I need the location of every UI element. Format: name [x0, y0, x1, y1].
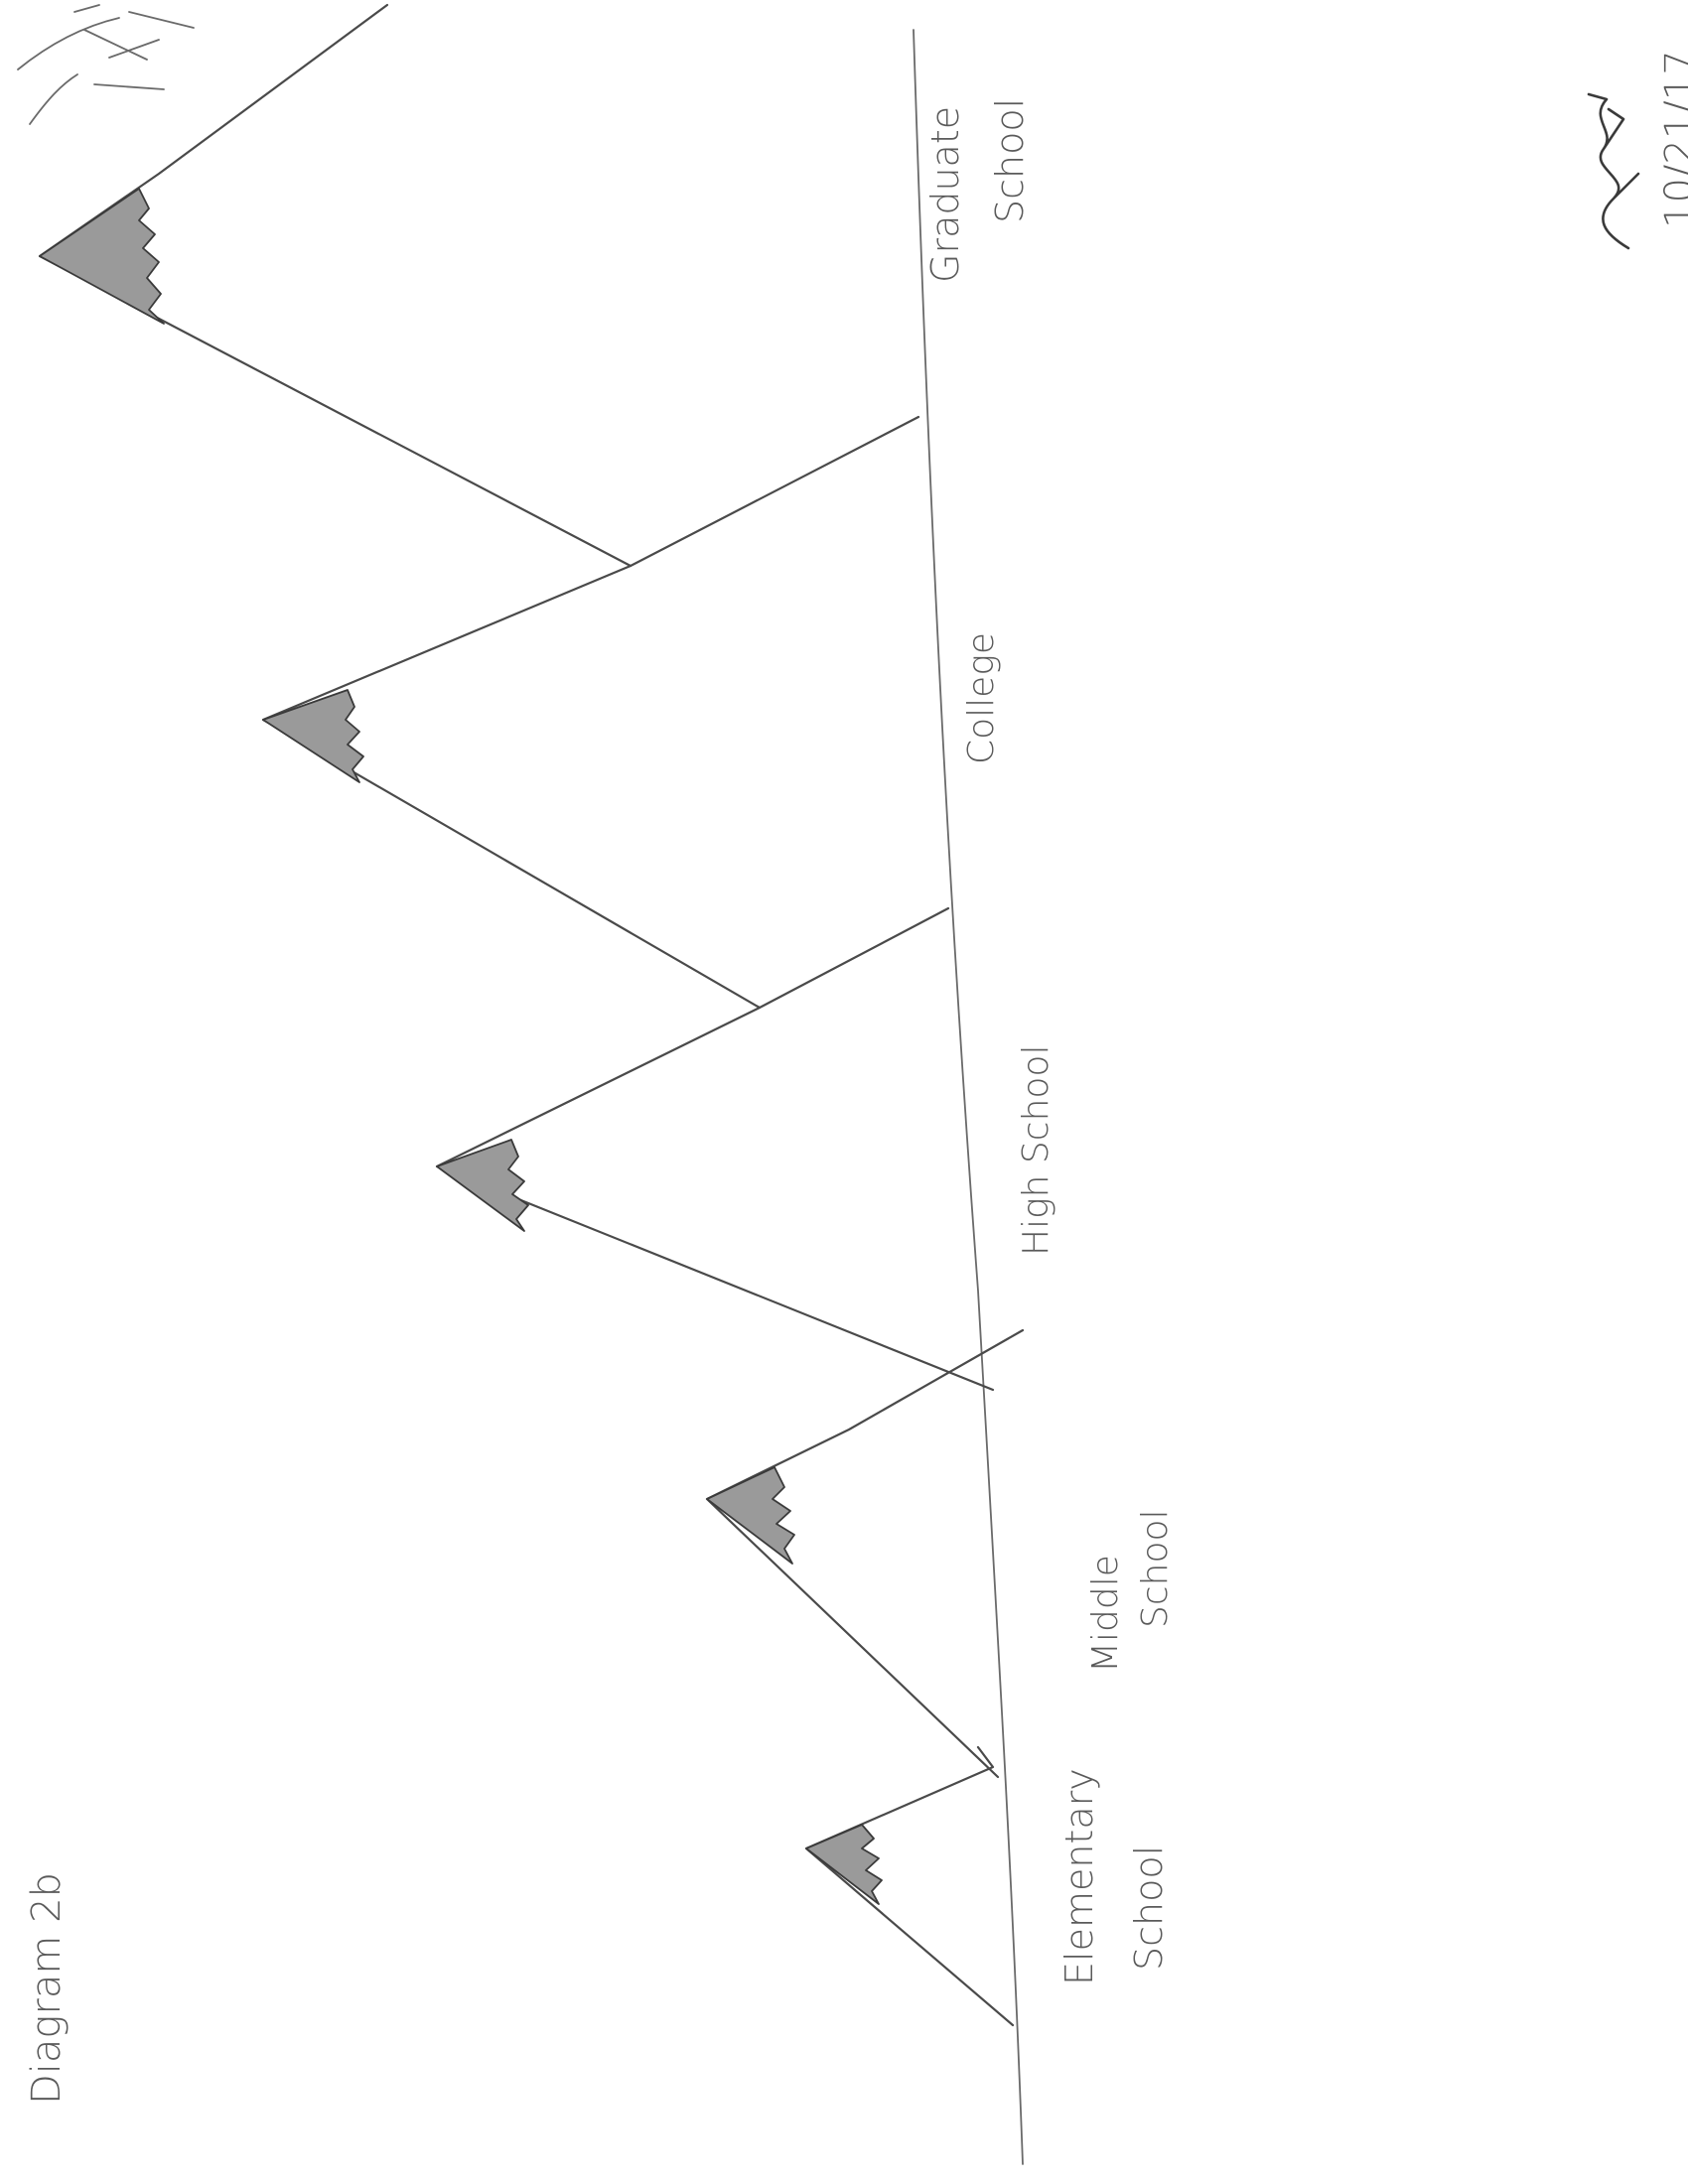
mountain-high [435, 906, 995, 1392]
mountain-elementary [804, 1745, 1015, 2027]
stage-label-elementary: Elementary School [1057, 1768, 1171, 1985]
stage-label-line2: School [988, 98, 1032, 223]
mountain-middle [705, 1328, 1025, 1779]
stage-label-line1: Middle [1085, 1555, 1126, 1673]
mountain-college [261, 415, 920, 1010]
sun [17, 4, 195, 125]
stage-label-line1: College [961, 632, 1002, 764]
baseline [913, 29, 1024, 2165]
signature [1587, 92, 1640, 250]
stage-label-line2: School [1127, 1845, 1171, 1971]
diagram-title: Diagram 2b [24, 1872, 70, 2105]
stage-label-line1: Graduate [923, 106, 967, 283]
signature-date: 10/21/17 [1657, 50, 1688, 228]
stage-label-middle: Middle School [1085, 1509, 1176, 1673]
stage-label-line1: Elementary [1057, 1768, 1101, 1985]
stage-label-line1: High School [1016, 1045, 1056, 1256]
stage-label-line2: School [1135, 1509, 1176, 1628]
stage-label-college: College [961, 632, 1002, 764]
stage-label-high: High School [1016, 1045, 1056, 1256]
stage-label-graduate: Graduate School [923, 98, 1032, 283]
mountain-graduate [38, 3, 633, 568]
